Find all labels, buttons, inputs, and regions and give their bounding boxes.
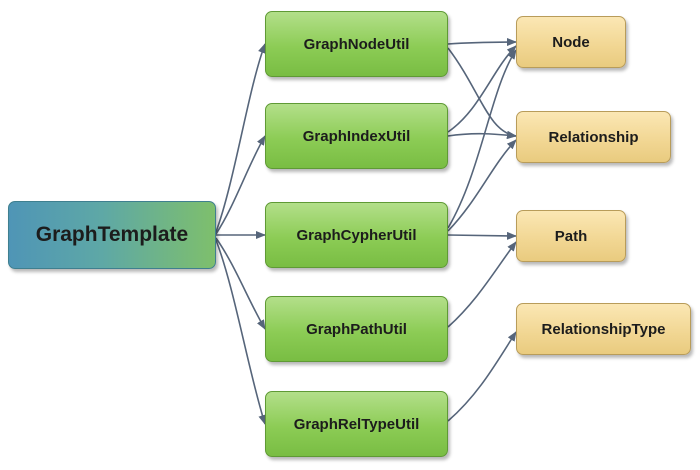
edge-graphreltypeutil-to-relationshiptype bbox=[447, 331, 517, 422]
entity-node-relationshiptype: RelationshipType bbox=[516, 303, 691, 355]
edge-graphcypherutil-to-node bbox=[447, 49, 517, 229]
edge-graphcypherutil-to-path bbox=[447, 231, 517, 240]
util-node-graphnodeutil: GraphNodeUtil bbox=[265, 11, 448, 77]
util-label: GraphCypherUtil bbox=[296, 226, 417, 244]
util-node-graphcypherutil: GraphCypherUtil bbox=[265, 202, 448, 268]
edge-root-to-graphreltypeutil bbox=[215, 239, 267, 425]
util-label: GraphIndexUtil bbox=[302, 127, 411, 145]
entity-label: Node bbox=[552, 33, 590, 51]
util-label: GraphRelTypeUtil bbox=[293, 415, 420, 433]
edge-graphpathutil-to-path bbox=[447, 241, 517, 328]
entity-label: Relationship bbox=[548, 128, 639, 146]
entity-node-path: Path bbox=[516, 210, 626, 262]
edge-graphnodeutil-to-node bbox=[447, 38, 517, 47]
entity-node-relationship: Relationship bbox=[516, 111, 671, 163]
root-node-graphtemplate: GraphTemplate bbox=[8, 201, 216, 269]
edge-graphindexutil-to-relationship bbox=[447, 131, 517, 140]
entity-label: Path bbox=[554, 227, 588, 245]
util-node-graphreltypeutil: GraphRelTypeUtil bbox=[265, 391, 448, 457]
edge-root-to-graphpathutil bbox=[215, 237, 266, 330]
edge-root-to-graphnodeutil bbox=[215, 43, 266, 233]
edge-graphcypherutil-to-relationship bbox=[447, 139, 517, 232]
entity-label: RelationshipType bbox=[541, 320, 666, 338]
edge-graphindexutil-to-node bbox=[447, 45, 517, 133]
entity-node-node: Node bbox=[516, 16, 626, 68]
util-label: GraphPathUtil bbox=[306, 320, 407, 338]
root-label: GraphTemplate bbox=[35, 223, 189, 246]
util-node-graphpathutil: GraphPathUtil bbox=[265, 296, 448, 362]
edge-root-to-graphindexutil bbox=[215, 135, 266, 235]
util-node-graphindexutil: GraphIndexUtil bbox=[265, 103, 448, 169]
util-label: GraphNodeUtil bbox=[303, 35, 410, 53]
